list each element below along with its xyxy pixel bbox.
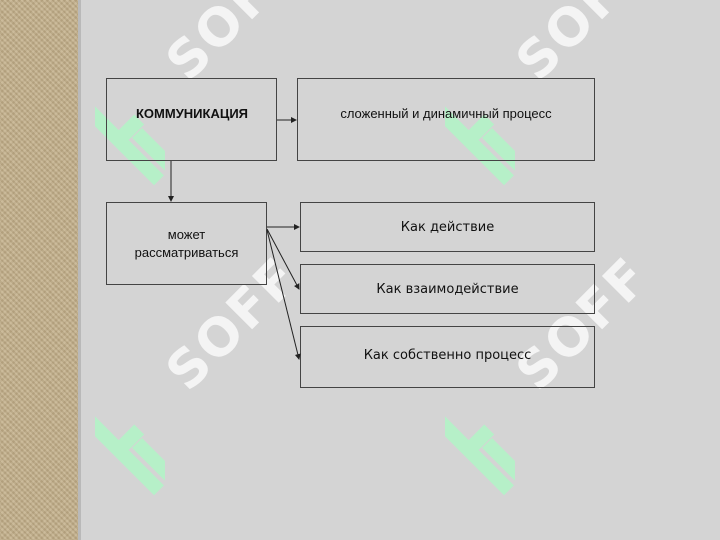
watermark: SOFF — [445, 0, 661, 220]
side-strip-edge — [78, 0, 81, 540]
arrow-to-interaction — [266, 228, 300, 290]
considered-box: может рассматриваться — [106, 202, 267, 285]
side-texture-strip — [0, 0, 78, 540]
watermark: SOFF — [445, 246, 661, 530]
soff-logo-icon — [95, 411, 165, 496]
view-box-action: Как действие — [300, 202, 595, 252]
soff-logo-icon — [445, 101, 515, 186]
definition-label: сложенный и динамичный процесс — [340, 106, 552, 121]
watermark: SOFF — [95, 0, 311, 220]
view-label: Как собственно процесс — [363, 347, 532, 363]
communication-label: КОММУНИКАЦИЯ — [136, 106, 249, 121]
soff-logo-icon — [95, 101, 165, 186]
communication-box: КОММУНИКАЦИЯ — [106, 78, 277, 161]
watermark: SOFF — [95, 246, 311, 530]
view-label: Как взаимодействие — [376, 281, 519, 297]
view-box-interaction: Как взаимодействие — [300, 264, 595, 314]
arrow-to-process — [266, 229, 301, 360]
soff-logo-icon — [445, 411, 515, 496]
definition-box: сложенный и динамичный процесс — [297, 78, 595, 161]
view-label: Как действие — [400, 219, 495, 235]
considered-label: может рассматриваться — [134, 226, 239, 260]
